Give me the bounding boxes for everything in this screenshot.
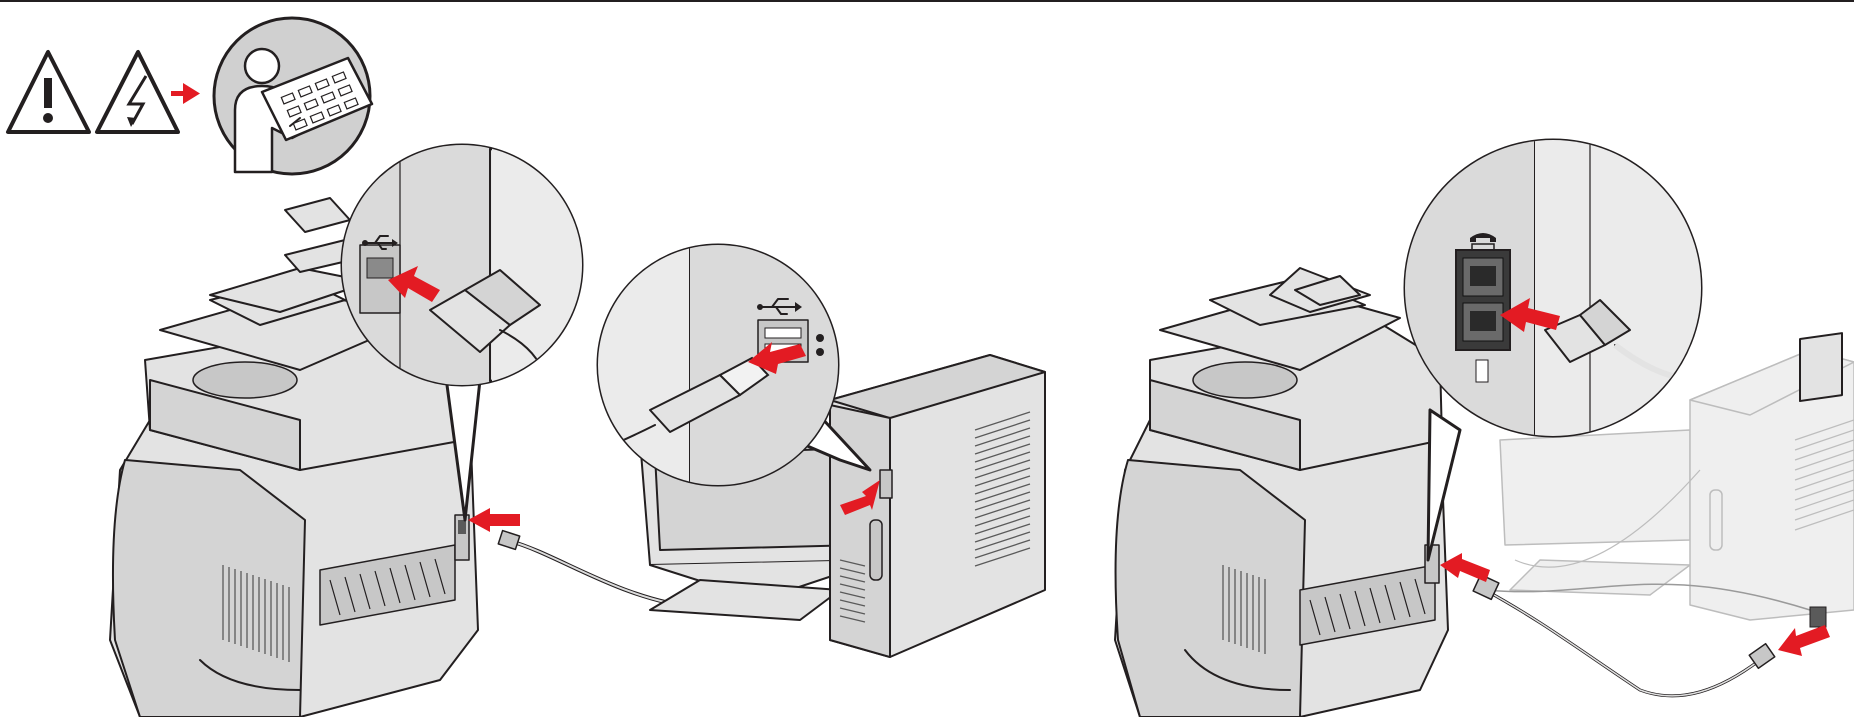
usb-symbol-icon: [362, 235, 398, 250]
read-safety-info-arrow: [171, 83, 200, 104]
computer-usb-arrow: [840, 480, 880, 515]
printer-phone-port-zoom: [1403, 138, 1703, 562]
printer-phone-port-arrow: [1440, 553, 1490, 582]
left-printer: [109, 197, 479, 717]
computer-usb-port-zoom: [596, 243, 872, 487]
telephone-line-symbol-icon: [1470, 233, 1496, 251]
printer-usb-arrow: [468, 508, 520, 532]
read-safety-info-icon: [212, 16, 374, 176]
phone-line-cable: [1472, 573, 1811, 698]
wall-jack-arrow: [1778, 625, 1830, 656]
right-printer: [1114, 267, 1449, 717]
wall-jack: [1799, 332, 1843, 628]
caution-triangle-icon: [6, 50, 91, 134]
usb-symbol-icon: [757, 298, 802, 315]
electric-shock-triangle-icon: [95, 50, 180, 134]
